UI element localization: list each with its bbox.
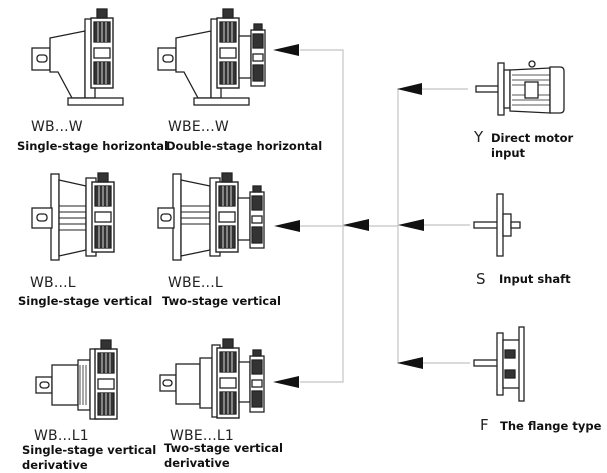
label-single-stage-horizontal: Single-stage horizontal	[17, 139, 168, 153]
drawing-motor	[475, 60, 565, 116]
label-flange-type: The flange type	[500, 419, 602, 433]
drawing-wbe-l1	[159, 338, 265, 419]
drawing-flange	[473, 326, 525, 402]
code-wbe-l: WBE...L	[168, 275, 223, 291]
drawing-wbe-l	[157, 172, 265, 261]
arrow-to-wbe-l1	[273, 376, 299, 388]
label-line1: Single-stage vertical	[22, 443, 157, 457]
drawing-input-shaft	[473, 193, 521, 257]
label-two-stage-vertical: Two-stage vertical	[162, 294, 281, 308]
input-letter-s: S	[476, 270, 486, 288]
arrow-to-wbe-l	[274, 220, 300, 232]
code-wbe-w: WBE...W	[168, 119, 229, 135]
code-wb-l1: WB...L1	[34, 428, 89, 444]
input-letter-f: F	[480, 416, 489, 434]
arrow-from-flange	[397, 357, 423, 369]
label-single-stage-vertical: Single-stage vertical	[18, 294, 153, 308]
code-wb-l: WB...L	[30, 275, 76, 291]
code-wb-w: WB...W	[31, 119, 83, 135]
input-letter-y: Y	[474, 128, 484, 146]
label-line1: Two-stage vertical	[164, 441, 283, 455]
label-input-shaft: Input shaft	[499, 272, 571, 286]
label-direct-motor-input: Direct motor input	[491, 131, 574, 160]
drawing-wb-l	[31, 172, 115, 261]
label-line2: derivative	[164, 456, 230, 470]
code-wbe-l1: WBE...L1	[170, 428, 234, 444]
arrow-from-shaft-b	[398, 219, 424, 231]
label-double-stage-horizontal: Double-stage horizontal	[166, 139, 323, 153]
arrow-from-shaft-a	[343, 219, 369, 231]
drawing-wbe-w	[157, 8, 266, 106]
connector-top-left	[300, 49, 344, 383]
label-line2: derivative	[22, 458, 88, 472]
drawing-wb-w	[31, 8, 124, 106]
arrow-from-motor	[397, 83, 422, 95]
drawing-wb-l1	[35, 339, 118, 420]
label-single-stage-vertical-derivative: Single-stage vertical derivative	[22, 443, 156, 473]
arrow-to-wbe-w	[273, 44, 299, 56]
label-two-stage-vertical-derivative: Two-stage vertical derivative	[164, 441, 283, 471]
